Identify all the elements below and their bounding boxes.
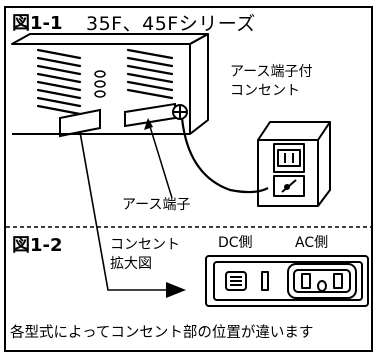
earth-terminal-arrowhead xyxy=(144,118,153,130)
zoom-pointer-line xyxy=(79,131,168,291)
enlarged-outlet-panel xyxy=(205,255,369,307)
outlet-label-line1: アース端子付 xyxy=(230,64,313,80)
ac-side-label: AC側 xyxy=(295,235,329,251)
figure-frame xyxy=(4,6,373,352)
unit-body xyxy=(11,33,209,135)
indicator-holes xyxy=(94,70,106,98)
fig2-label: 図1-2 xyxy=(12,235,63,256)
zoom-label-line2: 拡大図 xyxy=(110,256,152,272)
fig1-label: 図1-1 xyxy=(12,13,63,34)
earth-wire xyxy=(180,117,269,194)
wall-outlet-drawing xyxy=(257,121,331,207)
fig1-title: 35F、45Fシリーズ xyxy=(86,13,256,35)
vent-grille xyxy=(36,48,174,116)
outlet-label-line2: コンセント xyxy=(230,83,300,99)
outlet-openings xyxy=(59,102,176,138)
zoom-pointer-arrowhead xyxy=(166,282,186,298)
zoom-label-line1: コンセント xyxy=(110,237,180,253)
dc-side-label: DC側 xyxy=(218,235,253,251)
caption: 各型式によってコンセント部の位置が違います xyxy=(10,325,314,341)
earth-terminal-symbol xyxy=(172,104,188,120)
earth-terminal-label: アース端子 xyxy=(122,197,191,213)
earth-terminal-pointer xyxy=(147,119,173,199)
